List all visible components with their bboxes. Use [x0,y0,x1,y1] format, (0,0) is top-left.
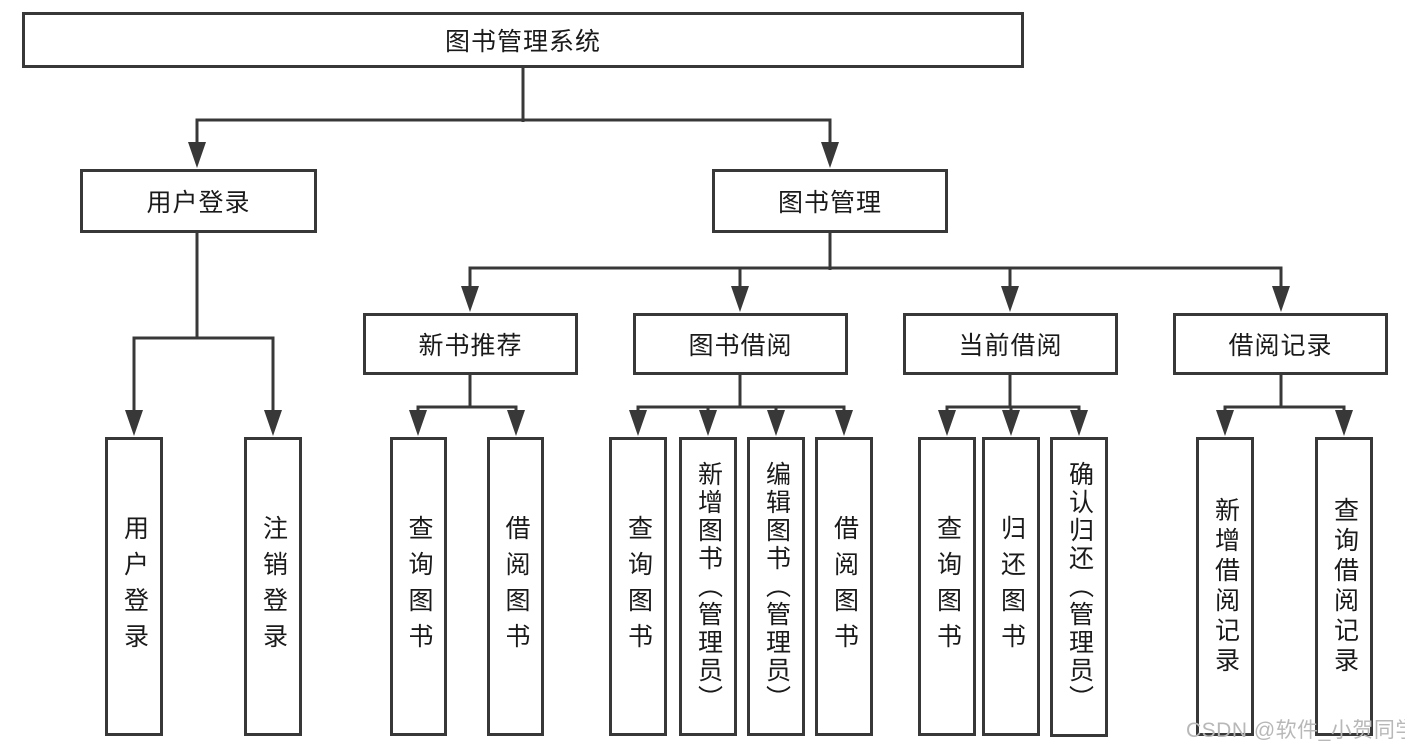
leaf-records-search-record: 查询借阅记录 [1315,437,1373,736]
csdn-watermark: CSDN @软件_小贺同学 [1186,719,1405,742]
leaf-current-search-book: 查询图书 [918,437,976,736]
tree-edges [132,68,1346,430]
node-new-book-recommend: 新书推荐 [363,313,578,375]
leaf-borrow-borrow-book: 借阅图书 [815,437,873,736]
node-borrow-records: 借阅记录 [1173,313,1388,375]
leaf-logout-login: 注销登录 [244,437,302,736]
node-current-borrow: 当前借阅 [903,313,1118,375]
leaf-current-return-book: 归还图书 [982,437,1040,736]
leaf-current-confirm-return-admin: 确认归还（管理员） [1050,437,1108,737]
node-book-management: 图书管理 [712,169,948,233]
node-user-login: 用户登录 [80,169,317,233]
leaf-records-add-record: 新增借阅记录 [1196,437,1254,736]
leaf-recommend-borrow-book: 借阅图书 [487,437,544,736]
node-book-borrow: 图书借阅 [633,313,848,375]
arrowheads [125,142,1353,436]
leaf-borrow-edit-book-admin: 编辑图书（管理员） [747,437,805,736]
node-root: 图书管理系统 [22,12,1024,68]
leaf-user-login: 用户登录 [105,437,163,736]
leaf-recommend-search-book: 查询图书 [390,437,447,736]
leaf-borrow-search-book: 查询图书 [609,437,667,736]
leaf-borrow-add-book-admin: 新增图书（管理员） [679,437,737,736]
